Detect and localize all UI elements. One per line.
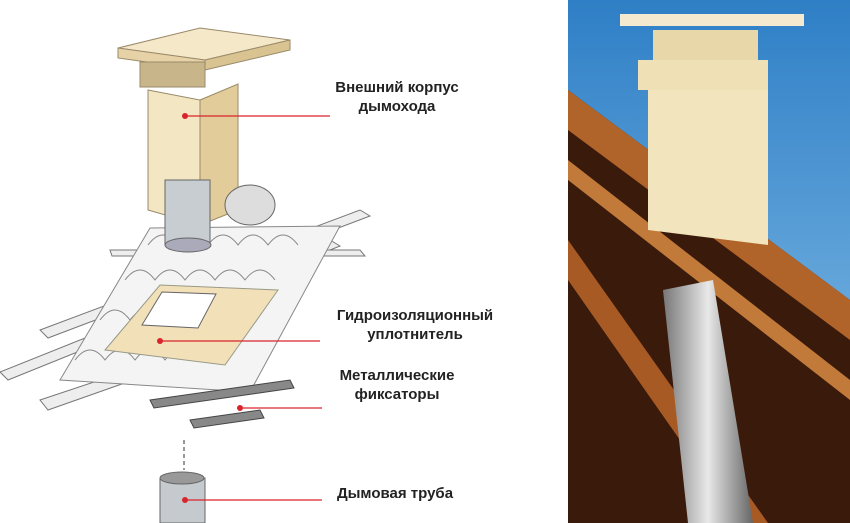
label-chimney-pipe: Дымовая труба [325, 484, 465, 503]
chimney-pipe [159, 471, 206, 523]
label-line: фиксаторы [354, 386, 440, 403]
label-waterproof-seal: Гидроизоляционный уплотнитель [305, 306, 525, 344]
installed-chimney-photo [568, 0, 850, 523]
adapter [164, 179, 276, 253]
label-line: дымохода [358, 98, 436, 115]
label-line: уплотнитель [367, 326, 463, 343]
label-line: Внешний корпус [335, 79, 459, 96]
label-metal-fixers: Металлические фиксаторы [322, 366, 472, 404]
waterproof-seal [104, 284, 279, 366]
metal-fixers [149, 379, 295, 429]
chimney-casing [648, 90, 768, 245]
leader-lines [160, 115, 330, 501]
label-outer-casing: Внешний корпус дымохода [322, 78, 472, 116]
chimney-assembly-diagram [0, 27, 372, 523]
steel-pipe [663, 280, 753, 523]
label-line: Гидроизоляционный [336, 307, 494, 324]
label-line: Дымовая труба [336, 485, 454, 502]
label-line: Металлические [339, 367, 455, 384]
